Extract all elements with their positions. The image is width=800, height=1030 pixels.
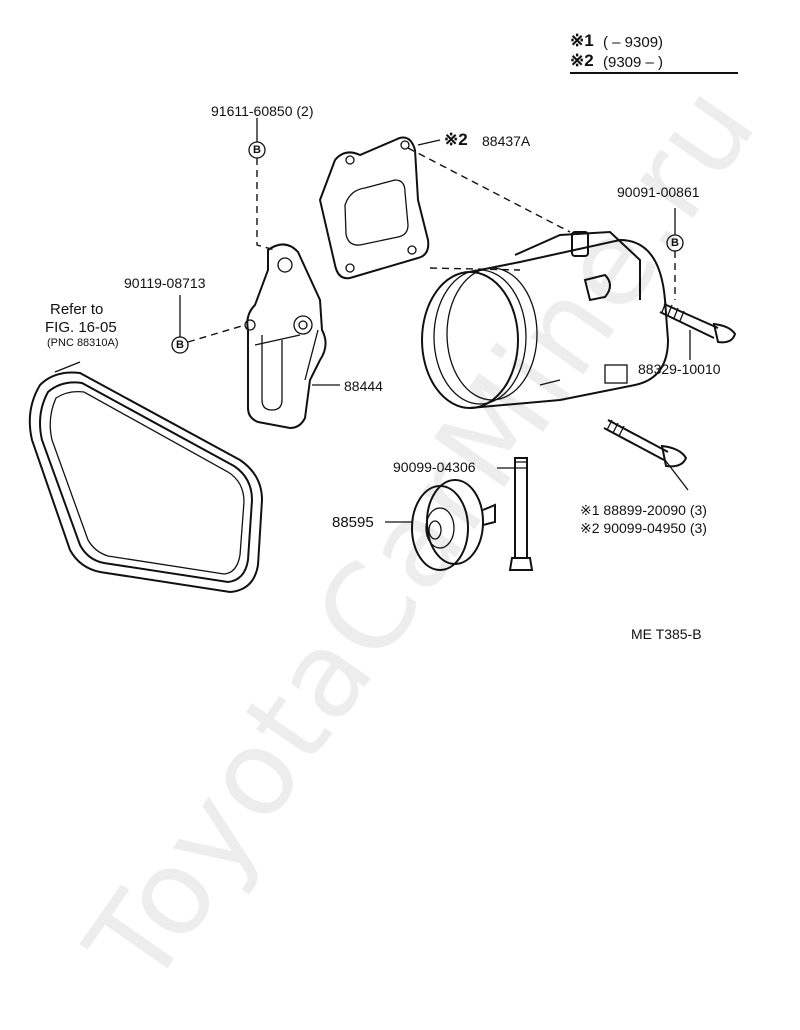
callout-stud-2: ※2 90099-04950 (3) xyxy=(580,520,707,536)
figure-code: ME T385-B xyxy=(631,626,702,642)
legend-underline xyxy=(570,72,738,74)
callout-stud-1: ※1 88899-20090 (3) xyxy=(580,502,707,518)
legend-mark-2: ※2 xyxy=(570,51,594,70)
compressor-bracket xyxy=(318,136,430,280)
idler-pulley xyxy=(411,479,496,571)
callout-compressor: 88329-10010 xyxy=(638,361,721,377)
callout-pulley-bolt: 90099-04306 xyxy=(393,459,476,475)
legend-mark-1: ※1 xyxy=(570,31,594,50)
legend-range-1: ( – 9309) xyxy=(603,34,664,51)
callout-refer-line2: FIG. 16-05 xyxy=(45,319,117,336)
stud-bolt xyxy=(603,419,688,468)
compressor xyxy=(421,230,670,409)
adjusting-bar xyxy=(244,243,327,430)
badge-letter-top: B xyxy=(253,144,261,156)
callout-refer-line3: (PNC 88310A) xyxy=(47,337,119,349)
callout-bolt-left: 90119-08713 xyxy=(124,275,206,291)
badge-letter-left: B xyxy=(176,339,184,351)
callout-bolt-right: 90091-00861 xyxy=(617,184,700,200)
v-belt xyxy=(28,371,264,594)
leader-lines xyxy=(54,118,691,523)
callout-bracket-mark: ※2 xyxy=(444,130,468,149)
callout-bracket-part: 88437A xyxy=(482,133,531,149)
callout-bolt-top: 91611-60850 (2) xyxy=(211,103,314,119)
pulley-bolt xyxy=(508,457,534,571)
callout-adjusting-bar: 88444 xyxy=(344,378,383,394)
callout-idler-pulley: 88595 xyxy=(332,514,374,531)
badge-letter-right: B xyxy=(671,237,679,249)
compressor-bolt xyxy=(659,301,737,344)
legend-range-2: (9309 – ) xyxy=(603,54,664,71)
callout-refer-line1: Refer to xyxy=(50,301,104,318)
